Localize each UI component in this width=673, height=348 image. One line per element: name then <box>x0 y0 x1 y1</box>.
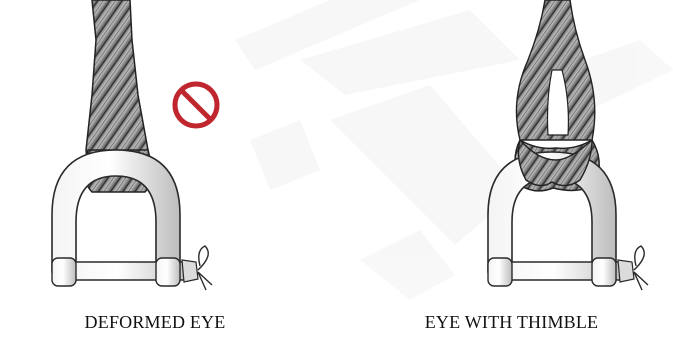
shackle-right <box>488 140 648 290</box>
prohibition-icon <box>175 84 217 126</box>
wire-rope-right <box>516 0 594 140</box>
eye-with-thimble-illustration <box>488 0 648 290</box>
caption-deformed-eye: DEFORMED EYE <box>0 312 310 333</box>
deformed-eye-illustration <box>52 0 212 290</box>
caption-eye-with-thimble: EYE WITH THIMBLE <box>350 312 673 333</box>
shackle-left <box>52 150 212 290</box>
